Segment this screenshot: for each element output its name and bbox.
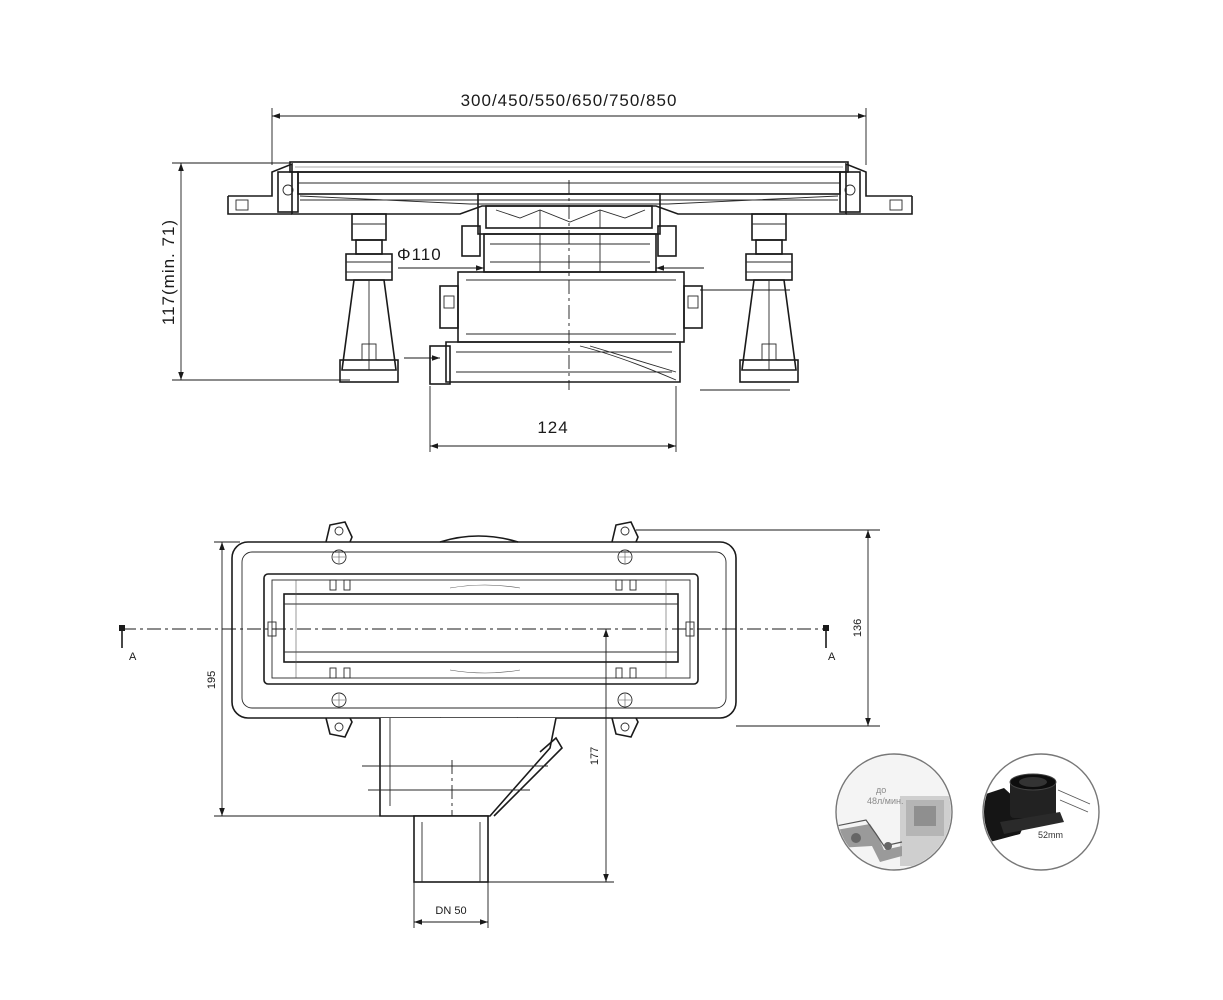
section-mark-left: A (129, 651, 137, 663)
left-foot (339, 213, 399, 383)
outlet-offset-label: 177 (589, 747, 601, 765)
plan-outlet (362, 717, 564, 883)
outlet-width-label: 124 (537, 418, 568, 437)
pipe-diameter-dimension: Φ110 (397, 245, 704, 271)
flow-label-line1: до (876, 785, 886, 795)
side-elevation-view: 300/450/550/650/750/850 117(min. 71) (159, 91, 913, 452)
outlet-offset-dimension: 177 (488, 629, 614, 883)
outlet-size-dimension: DN 50 (413, 882, 489, 928)
plan-total-depth-label: 195 (206, 671, 218, 689)
siphon-edge-top (439, 535, 519, 543)
plan-total-depth-dimension: 195 (206, 541, 380, 817)
detail-siphon-size: 52mm (982, 753, 1100, 871)
outer-frame (231, 541, 737, 719)
mounting-lugs (325, 521, 639, 738)
outlet-body (404, 271, 703, 385)
outlet-size-label: DN 50 (435, 905, 466, 917)
width-dimension: 300/450/550/650/750/850 (271, 91, 867, 165)
plan-depth-dimension: 136 (636, 529, 880, 727)
screw-holes (331, 549, 633, 708)
section-line-a-a: A A (119, 625, 836, 663)
height-dimension: 117(min. 71) (159, 162, 350, 381)
plan-view: A A 136 195 (119, 521, 880, 928)
plan-depth-label: 136 (852, 619, 864, 637)
section-mark-right: A (828, 651, 836, 663)
siphon-cup (461, 180, 677, 390)
flow-label-line2: 48л/мин. (867, 796, 903, 806)
pipe-diameter-label: Φ110 (397, 245, 442, 264)
right-foot (700, 213, 799, 391)
detail-flow-rate: до 48л/мин. (835, 753, 953, 871)
siphon-size-label: 52mm (1038, 830, 1063, 840)
width-options-label: 300/450/550/650/750/850 (461, 91, 678, 110)
height-label: 117(min. 71) (159, 219, 178, 325)
outlet-width-dimension: 124 (429, 386, 677, 452)
